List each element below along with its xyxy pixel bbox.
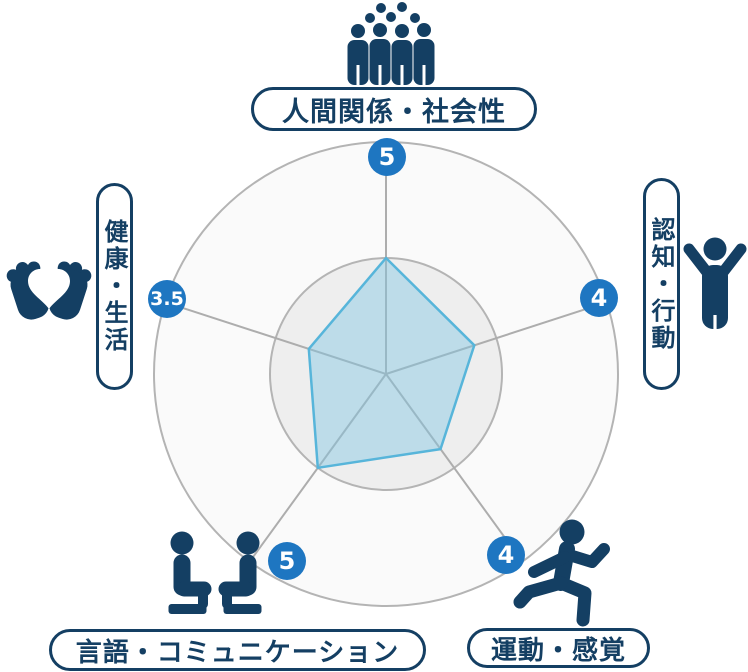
axis-label-social: 人間関係・社会性 bbox=[251, 87, 537, 131]
runner-icon bbox=[505, 515, 611, 627]
axis-line bbox=[385, 301, 607, 375]
people-group-icon bbox=[339, 1, 439, 87]
value-badge-text: 4 bbox=[590, 284, 608, 312]
value-badge-text: 4 bbox=[497, 541, 515, 569]
axis-line bbox=[385, 373, 524, 563]
value-badge-text: 5 bbox=[278, 547, 296, 575]
axis-line bbox=[165, 301, 387, 375]
value-badge-health: 3.5 bbox=[148, 280, 186, 318]
person-arms-up-icon bbox=[683, 235, 747, 335]
value-badge-language: 5 bbox=[268, 542, 306, 580]
data-polygon bbox=[307, 256, 476, 470]
axis-label-cognition: 認知・行動 bbox=[643, 178, 680, 390]
axis-label-language: 言語・コミュニケーション bbox=[49, 629, 426, 671]
value-badge-motor: 4 bbox=[487, 536, 525, 574]
value-badge-text: 5 bbox=[378, 143, 396, 171]
seated-conversation-icon bbox=[167, 530, 263, 626]
value-badge-cognition: 4 bbox=[580, 279, 618, 317]
axis-label-motor: 運動・感覚 bbox=[467, 628, 650, 668]
value-badge-social: 5 bbox=[368, 138, 406, 176]
value-badge-text: 3.5 bbox=[150, 288, 184, 310]
hands-heart-icon bbox=[2, 243, 96, 327]
axis-label-health: 健康・生活 bbox=[96, 183, 133, 390]
